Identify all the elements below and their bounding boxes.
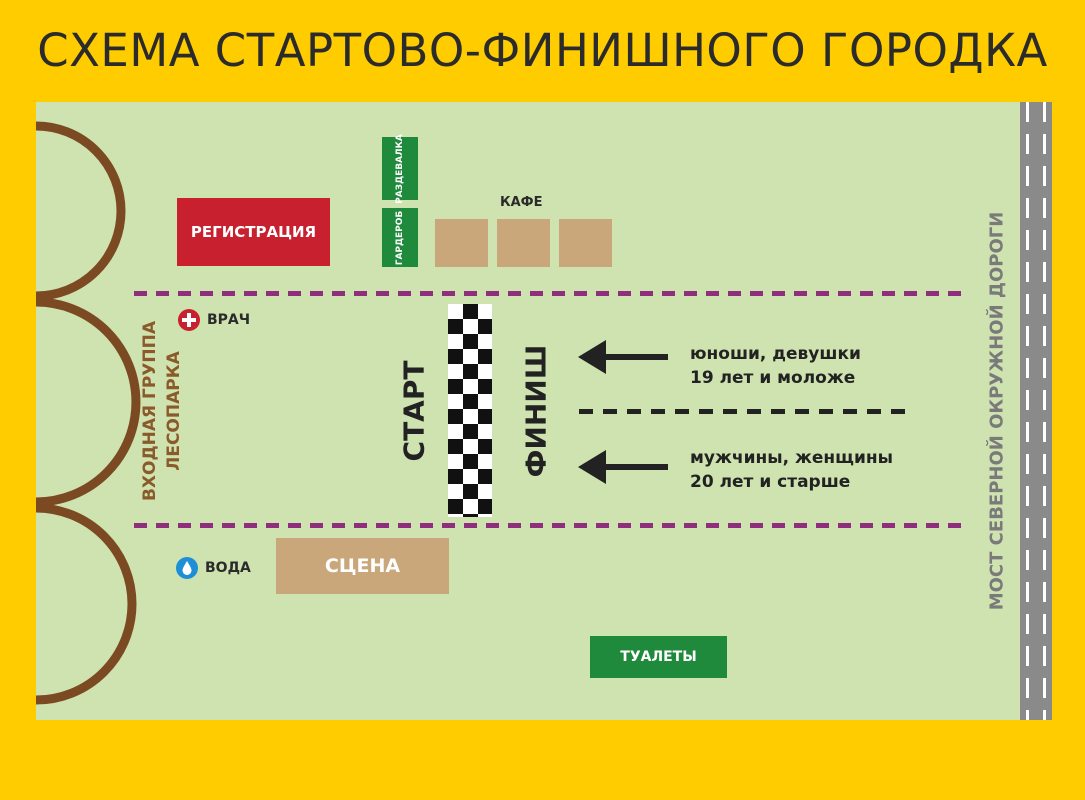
arrow-left-icon [578,450,668,484]
arch-middle [36,297,141,507]
cloakroom-zone: ГАРДЕРОБ [382,208,418,267]
group-adult: мужчины, женщины 20 лет и старше [690,448,893,492]
boundary-line-top [134,291,966,296]
cafe-label: КАФЕ [500,195,543,210]
boundary-line-bottom [134,523,966,528]
page-title: СХЕМА СТАРТОВО-ФИНИШНОГО ГОРОДКА [37,24,1048,77]
cafe-stall [435,219,488,267]
road [1020,102,1052,720]
water-point: ВОДА [175,556,251,580]
group-youth: юноши, девушки 19 лет и моложе [690,344,861,388]
registration-zone: РЕГИСТРАЦИЯ [177,198,330,266]
arch-top [36,121,126,301]
medical-cross-icon [178,309,200,331]
toilets-zone: ТУАЛЕТЫ [590,636,727,678]
cafe-stall [559,219,612,267]
road-lane-line [1043,102,1046,720]
start-finish-line [448,304,492,517]
site-map: МОСТ СЕВЕРНОЙ ОКРУЖНОЙ ДОРОГИ РЕГИСТРАЦИ… [36,102,1052,720]
changing-room-zone: РАЗДЕВАЛКА [382,134,418,203]
park-entrance-arches [36,121,141,705]
water-drop-icon [176,557,198,579]
cafe-stall [497,219,550,267]
group-divider [579,409,909,414]
road-lane-line [1026,102,1029,720]
arrow-left-icon [578,340,668,374]
arch-bottom [36,503,137,705]
doctor-point: ВРАЧ [177,308,250,332]
stage-zone: СЦЕНА [276,538,449,594]
